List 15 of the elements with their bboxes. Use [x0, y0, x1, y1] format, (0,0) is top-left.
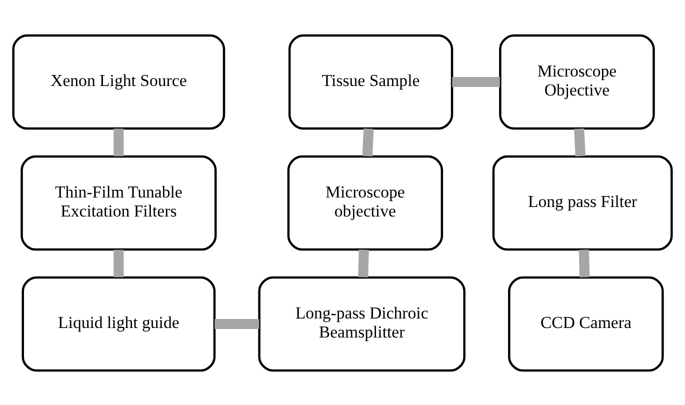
- connector: [114, 249, 124, 277]
- node-box: Long pass Filter: [492, 154, 673, 250]
- node-box: Microscope Objective: [499, 34, 655, 130]
- node-box: Tissue Sample: [288, 34, 454, 130]
- node-box: Microscope objective: [287, 154, 444, 250]
- connector: [114, 128, 124, 156]
- node-box: Liquid light guide: [22, 276, 216, 372]
- connector: [452, 76, 500, 87]
- node-box: Xenon Light Source: [12, 34, 226, 130]
- node-box: CCD Camera: [508, 276, 664, 372]
- connector: [578, 249, 590, 277]
- node-box: Long-pass Dichroic Beamsplitter: [258, 276, 466, 372]
- node-box: Thin-Film Tunable Excitation Filters: [20, 154, 217, 250]
- connector: [214, 318, 260, 329]
- connector: [358, 249, 369, 277]
